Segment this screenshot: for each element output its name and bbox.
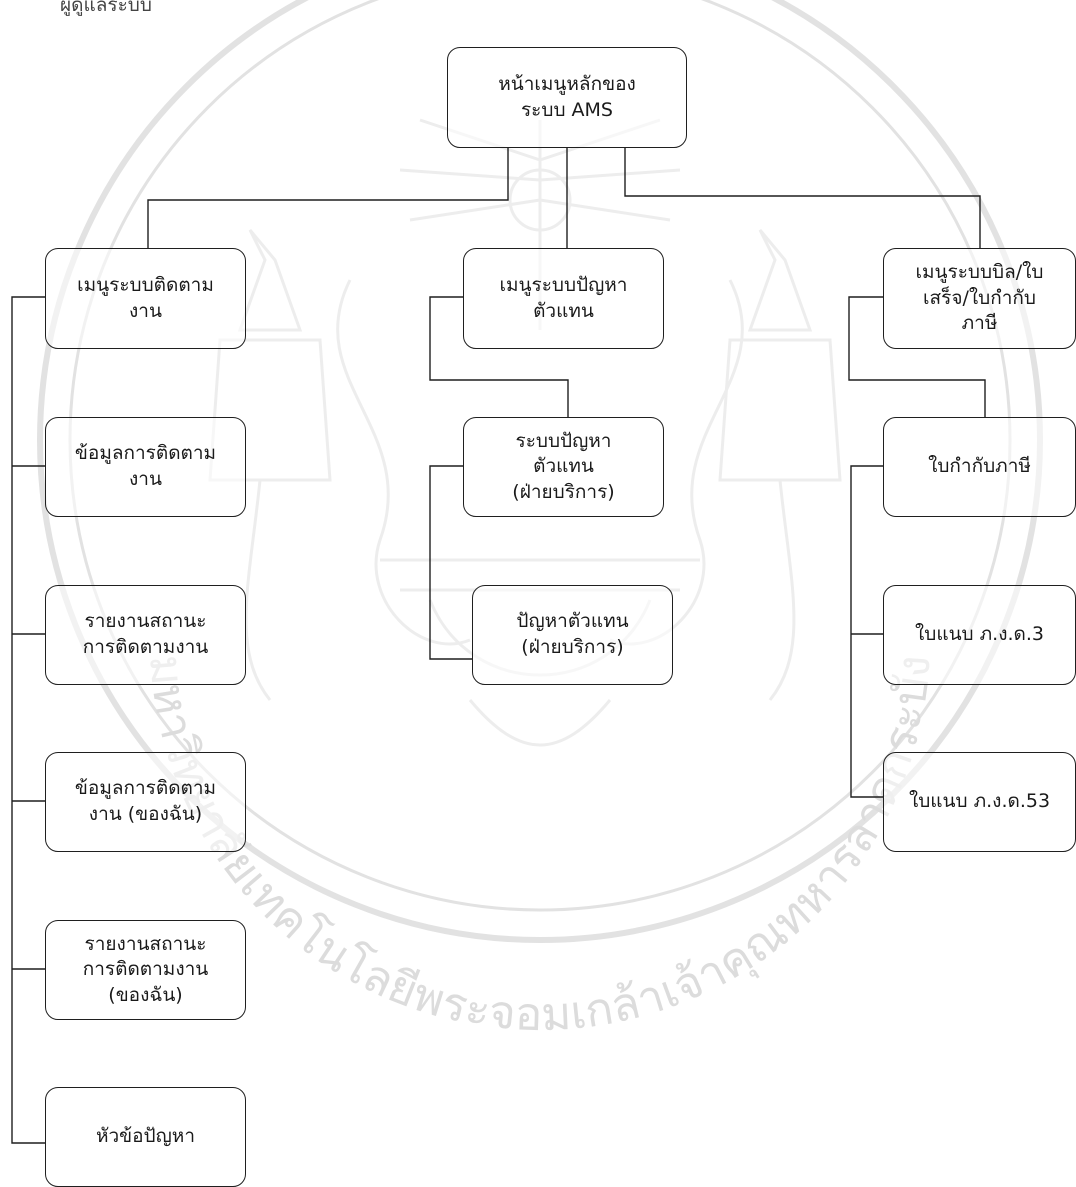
attachment-pngd53-node: ใบแนบ ภ.ง.ด.53 xyxy=(883,752,1076,852)
tracking-info-label: ข้อมูลการติดตาม งาน xyxy=(74,442,217,490)
tracking-info-mine-node: ข้อมูลการติดตาม งาน (ของฉัน) xyxy=(45,752,246,852)
agent-menu-label: เมนูระบบปัญหา ตัวแทน xyxy=(499,273,628,322)
connector-tracking-spine xyxy=(11,296,45,1144)
attachment-pngd53-label: ใบแนบ ภ.ง.ด.53 xyxy=(908,790,1051,813)
tracking-menu-node: เมนูระบบติดตาม งาน xyxy=(45,248,246,349)
tracking-report-label: รายงานสถานะ การติดตามงาน xyxy=(82,610,209,658)
tracking-menu-label: เมนูระบบติดตาม งาน xyxy=(77,273,214,322)
connector-agent-service xyxy=(429,465,472,660)
tracking-report-node: รายงานสถานะ การติดตามงาน xyxy=(45,585,246,685)
attachment-pngd3-label: ใบแนบ ภ.ง.ด.3 xyxy=(914,623,1045,646)
connector-root-tracking xyxy=(147,148,509,248)
tracking-info-mine-label: ข้อมูลการติดตาม งาน (ของฉัน) xyxy=(74,777,217,825)
connector-root-billing xyxy=(624,148,981,248)
tax-invoice-label: ใบกำกับภาษี xyxy=(928,455,1031,478)
agent-system-service-node: ระบบปัญหา ตัวแทน (ฝ่ายบริการ) xyxy=(463,417,664,517)
root-node-label: หน้าเมนูหลักของ ระบบ AMS xyxy=(498,72,636,121)
agent-system-service-label: ระบบปัญหา ตัวแทน (ฝ่ายบริการ) xyxy=(512,429,615,503)
connector-agent-system xyxy=(429,296,569,417)
tracking-info-node: ข้อมูลการติดตาม งาน xyxy=(45,417,246,517)
root-node: หน้าเมนูหลักของ ระบบ AMS xyxy=(447,47,687,148)
tracking-report-mine-node: รายงานสถานะ การติดตามงาน (ของฉัน) xyxy=(45,920,246,1020)
billing-menu-label: เมนูระบบบิล/ใบ เสร็จ/ใบกำกับ ภาษี xyxy=(915,261,1044,335)
agent-problem-service-node: ปัญหาตัวแทน (ฝ่ายบริการ) xyxy=(472,585,673,685)
tracking-report-mine-label: รายงานสถานะ การติดตามงาน (ของฉัน) xyxy=(82,932,209,1006)
connector-billing-tax xyxy=(848,296,986,417)
problem-topic-label: หัวข้อปัญหา xyxy=(95,1125,196,1148)
agent-problem-service-label: ปัญหาตัวแทน (ฝ่ายบริการ) xyxy=(516,610,629,658)
connector-billing-spine xyxy=(850,465,883,798)
agent-menu-node: เมนูระบบปัญหา ตัวแทน xyxy=(463,248,664,349)
attachment-pngd3-node: ใบแนบ ภ.ง.ด.3 xyxy=(883,585,1076,685)
problem-topic-node: หัวข้อปัญหา xyxy=(45,1087,246,1187)
tax-invoice-node: ใบกำกับภาษี xyxy=(883,417,1076,517)
billing-menu-node: เมนูระบบบิล/ใบ เสร็จ/ใบกำกับ ภาษี xyxy=(883,248,1076,349)
